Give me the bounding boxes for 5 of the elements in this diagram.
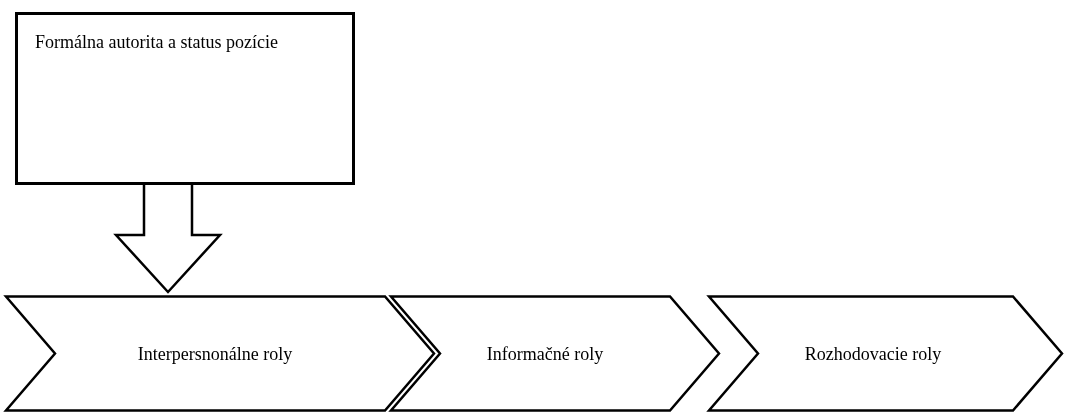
node-label: Informačné roly [485, 342, 605, 366]
block-arrow [113, 183, 223, 294]
node-label: Rozhodovacie roly [803, 342, 943, 366]
node-label: Formálna autorita a status pozície [35, 31, 279, 54]
node-label: Interpersnonálne roly [136, 342, 294, 366]
